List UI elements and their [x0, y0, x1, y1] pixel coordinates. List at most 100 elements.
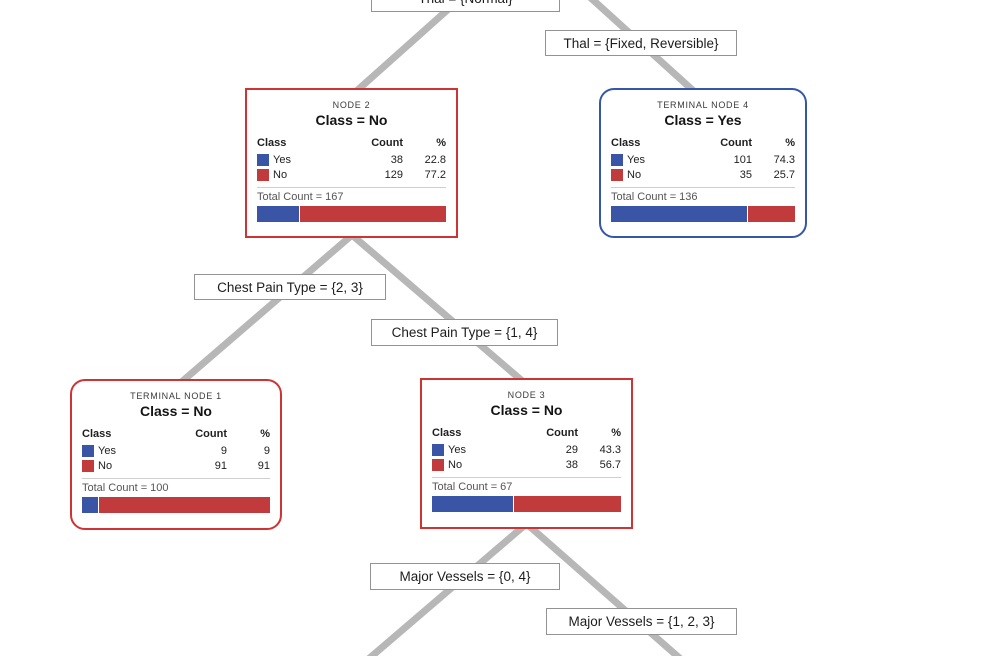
node-title: TERMINAL NODE 4: [657, 100, 749, 110]
class-row-yes: Yes 9 9: [82, 443, 270, 458]
yes-class-swatch-icon: [82, 444, 94, 457]
divider: [82, 478, 270, 479]
row-count: 29: [565, 443, 578, 456]
tree-node-node2[interactable]: NODE 2 Class = No Class Count % Yes 38 2…: [245, 88, 458, 238]
row-pct: 43.3: [599, 443, 621, 456]
total-count-label: Total Count = 136: [611, 191, 698, 203]
class-row-no: No 38 56.7: [432, 457, 621, 472]
node-class-prediction: Class = No: [315, 112, 388, 128]
distribution-bar: [611, 206, 795, 222]
class-table: Class Count % Yes 101 74.3 No 35 25.7: [611, 135, 795, 182]
row-count: 9: [220, 444, 227, 457]
row-pct: 22.8: [424, 153, 446, 166]
edge-line-chest-pain-1-4: [349, 232, 530, 388]
edge-line-major-vessels-1-2-3: [525, 522, 683, 656]
bar-yes-segment: [257, 206, 301, 222]
edge-label-chest-pain-2-3: Chest Pain Type = {2, 3}: [194, 274, 386, 300]
class-row-no: No 91 91: [82, 458, 270, 473]
header-count: Count: [546, 426, 578, 439]
header-class: Class: [257, 136, 287, 149]
distribution-bar: [432, 496, 621, 512]
yes-class-swatch-icon: [257, 153, 269, 166]
node-title: NODE 2: [332, 100, 371, 110]
bar-yes-segment: [432, 496, 514, 512]
no-class-swatch-icon: [611, 168, 623, 181]
edge-line-major-vessels-0-4: [366, 522, 528, 656]
header-count: Count: [371, 136, 403, 149]
class-table-header: Class Count %: [611, 135, 795, 150]
row-pct: 77.2: [424, 168, 446, 181]
tree-node-terminal1[interactable]: TERMINAL NODE 1 Class = No Class Count %…: [70, 379, 282, 530]
distribution-bar: [257, 206, 446, 222]
row-count: 38: [390, 153, 403, 166]
edge-line-chest-pain-2-3: [175, 232, 355, 388]
class-row-no: No 129 77.2: [257, 167, 446, 182]
header-pct: %: [785, 136, 795, 149]
edge-line-thal-normal: [349, 0, 464, 98]
class-row-yes: Yes 101 74.3: [611, 152, 795, 167]
node-class-prediction: Class = No: [490, 402, 563, 418]
edge-label-chest-pain-1-4: Chest Pain Type = {1, 4}: [371, 319, 558, 346]
row-pct: 74.3: [773, 153, 795, 166]
row-label: Yes: [448, 443, 466, 456]
no-class-swatch-icon: [82, 459, 94, 472]
total-count-label: Total Count = 100: [82, 482, 169, 494]
row-pct: 9: [263, 444, 270, 457]
bar-no-segment: [300, 206, 446, 222]
yes-class-swatch-icon: [432, 443, 444, 456]
divider: [432, 477, 621, 478]
row-label: Yes: [273, 153, 291, 166]
bar-no-segment: [513, 496, 621, 512]
edge-label-thal-normal: Thal = {Normal}: [371, 0, 560, 12]
edge-label-thal-fixed-reversible: Thal = {Fixed, Reversible}: [545, 30, 737, 56]
class-row-no: No 35 25.7: [611, 167, 795, 182]
edge-label-major-vessels-0-4: Major Vessels = {0, 4}: [370, 563, 560, 590]
node-title: TERMINAL NODE 1: [130, 391, 222, 401]
row-pct: 25.7: [773, 168, 795, 181]
no-class-swatch-icon: [432, 458, 444, 471]
header-pct: %: [436, 136, 446, 149]
class-table: Class Count % Yes 38 22.8 No 129 77.2: [257, 135, 446, 182]
row-count: 35: [739, 168, 752, 181]
row-label: No: [273, 168, 288, 181]
node-class-prediction: Class = No: [140, 403, 212, 419]
total-count-label: Total Count = 67: [432, 481, 513, 493]
row-label: No: [627, 168, 642, 181]
bar-no-segment: [747, 206, 795, 222]
class-row-yes: Yes 38 22.8: [257, 152, 446, 167]
row-count: 129: [384, 168, 403, 181]
class-table: Class Count % Yes 29 43.3 No 38 56.7: [432, 425, 621, 472]
node-class-prediction: Class = Yes: [664, 112, 742, 128]
class-table-header: Class Count %: [82, 426, 270, 441]
row-count: 91: [214, 459, 227, 472]
divider: [257, 187, 446, 188]
divider: [611, 187, 795, 188]
header-class: Class: [611, 136, 641, 149]
header-class: Class: [82, 427, 112, 440]
bar-yes-segment: [82, 497, 99, 513]
row-pct: 56.7: [599, 458, 621, 471]
header-class: Class: [432, 426, 462, 439]
row-pct: 91: [257, 459, 270, 472]
bar-no-segment: [98, 497, 270, 513]
class-table: Class Count % Yes 9 9 No 91 91: [82, 426, 270, 473]
total-count-label: Total Count = 167: [257, 191, 344, 203]
row-label: Yes: [98, 444, 116, 457]
yes-class-swatch-icon: [611, 153, 623, 166]
row-label: No: [98, 459, 113, 472]
no-class-swatch-icon: [257, 168, 269, 181]
row-count: 101: [733, 153, 752, 166]
edge-label-major-vessels-1-2-3: Major Vessels = {1, 2, 3}: [546, 608, 737, 635]
class-table-header: Class Count %: [432, 425, 621, 440]
tree-node-terminal4[interactable]: TERMINAL NODE 4 Class = Yes Class Count …: [599, 88, 807, 238]
tree-node-node3[interactable]: NODE 3 Class = No Class Count % Yes 29 4…: [420, 378, 633, 529]
header-count: Count: [195, 427, 227, 440]
row-label: No: [448, 458, 463, 471]
node-title: NODE 3: [507, 390, 546, 400]
row-label: Yes: [627, 153, 645, 166]
bar-yes-segment: [611, 206, 748, 222]
distribution-bar: [82, 497, 270, 513]
class-table-header: Class Count %: [257, 135, 446, 150]
class-row-yes: Yes 29 43.3: [432, 442, 621, 457]
